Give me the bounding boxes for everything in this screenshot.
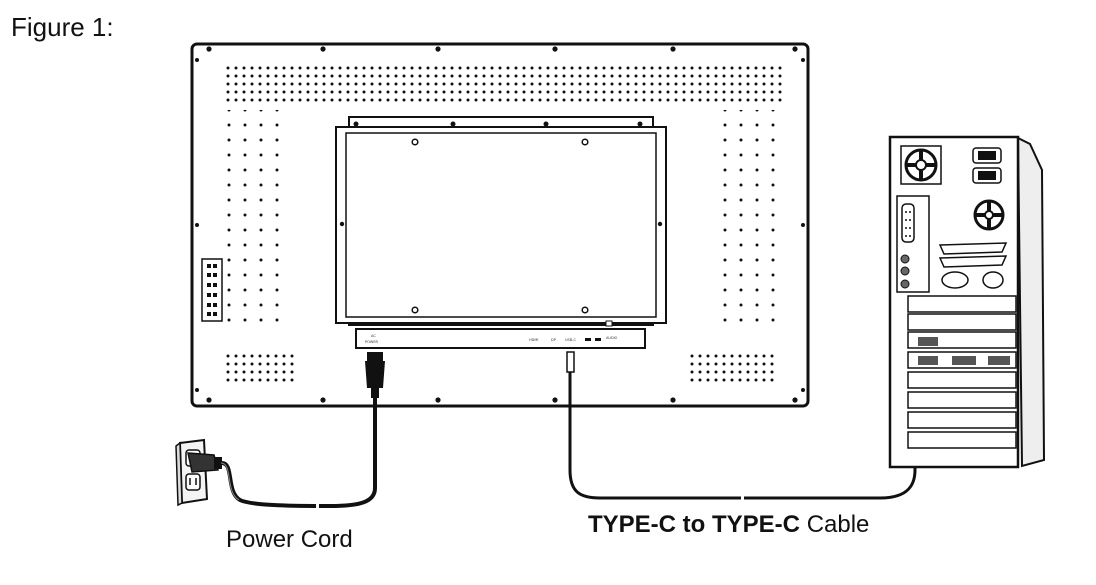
power-cord-label: Power Cord [226, 526, 353, 553]
monitor-back-icon: AC POWER HDMI DP USB-C AUDIO [190, 42, 810, 408]
io-port-bar: AC POWER HDMI DP USB-C AUDIO [355, 320, 646, 349]
mount-plate [335, 116, 667, 326]
port-label-audio: AUDIO [606, 336, 618, 340]
usb-c-cable [568, 272, 917, 500]
port-label-usbc: USB-C [565, 338, 576, 342]
port-label-power: POWER [365, 340, 379, 344]
power-plug-icon [187, 452, 222, 473]
power-cord [221, 398, 377, 509]
figure-title: Figure 1: [11, 12, 114, 42]
usb-c-cable-label-bold: TYPE-C to TYPE-C [588, 511, 801, 538]
port-label-hdmi: HDMI [529, 338, 538, 342]
power-connector-icon [365, 352, 385, 398]
usb-c-cable-label: TYPE-C to TYPE-C Cable [588, 511, 869, 539]
usb-c-cable-label-rest: Cable [806, 511, 870, 538]
port-label-dp: DP [551, 338, 556, 342]
port-label-ac: AC [371, 334, 376, 338]
desktop-computer-icon [888, 135, 1046, 469]
osd-button-panel [201, 258, 223, 322]
